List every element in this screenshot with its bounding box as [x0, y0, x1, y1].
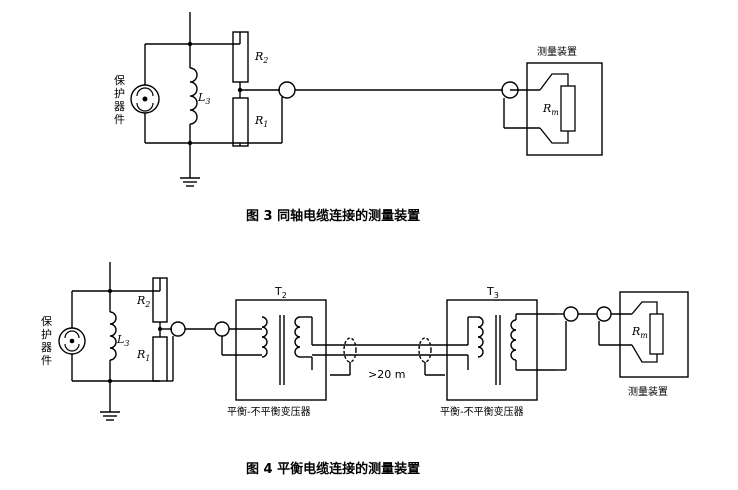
protector-device-icon: [58, 327, 86, 355]
measurement-title-fig4: 测量装置: [628, 385, 668, 398]
balun-label-right: 平衡-不平衡变压器: [440, 405, 524, 418]
figure-3-circuit: [144, 12, 283, 187]
node-dot: [158, 327, 162, 331]
svg-text:保: 保: [114, 73, 125, 87]
balun-label-left: 平衡-不平衡变压器: [227, 405, 311, 418]
measurement-device-fig3: [526, 62, 603, 156]
svg-text:护: 护: [41, 327, 52, 341]
node-dot: [237, 87, 243, 93]
rm-resistor: [649, 313, 664, 355]
balanced-cable: [312, 337, 445, 376]
node-dot: [187, 140, 193, 146]
r1-label-fig3: R1: [254, 114, 268, 129]
r2-label-fig3: R2: [254, 50, 268, 65]
measurement-device-fig4: [619, 291, 689, 378]
svg-text:件: 件: [114, 113, 125, 126]
svg-text:器: 器: [41, 341, 52, 354]
rm-label-fig3: Rm: [542, 102, 559, 117]
inductor-label-fig3: L3: [197, 91, 210, 106]
svg-text:器: 器: [114, 100, 125, 113]
distance-label: >20 m: [368, 368, 405, 381]
r2-label-fig4: R2: [136, 294, 150, 309]
balun-transformer-t3: [440, 299, 555, 401]
svg-text:件: 件: [41, 354, 52, 367]
protector-label-fig4: 保 护 器 件: [41, 314, 52, 367]
node-dot: [108, 289, 112, 293]
protector-device-icon: [130, 84, 160, 114]
svg-text:护: 护: [114, 86, 125, 100]
coaxial-cable-right: [555, 306, 632, 371]
coaxial-cable: [278, 81, 540, 129]
coaxial-cable-left: [167, 321, 262, 382]
t2-label: T2: [274, 285, 287, 300]
svg-text:保: 保: [41, 314, 52, 328]
figure-3-caption: 图 3 同轴电缆连接的测量装置: [246, 208, 420, 224]
node-dot: [187, 41, 193, 47]
measurement-title-fig3: 测量装置: [537, 45, 577, 58]
figure-4-caption: 图 4 平衡电缆连接的测量装置: [246, 461, 420, 477]
inductor-label-fig4: L3: [116, 333, 129, 348]
balun-transformer-t2: [235, 299, 327, 401]
r1-label-fig4: R1: [136, 348, 150, 363]
rm-label-fig4: Rm: [631, 325, 648, 340]
protector-label-fig3: 保 护 器 件: [114, 73, 125, 126]
rm-resistor: [560, 85, 576, 132]
t3-label: T3: [486, 285, 499, 300]
node-dot: [108, 379, 112, 383]
